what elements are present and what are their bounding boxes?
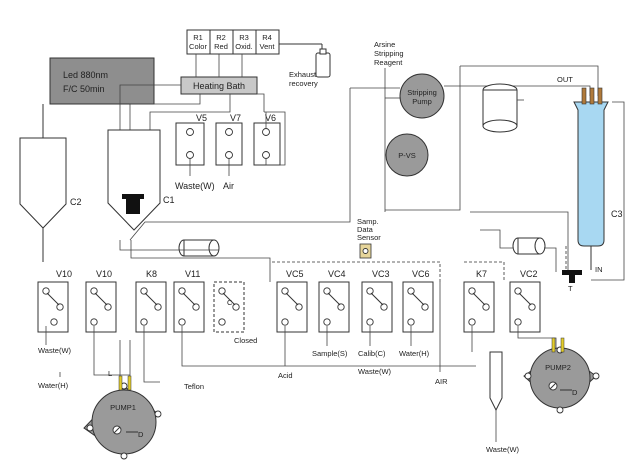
stripping-pump: Stripping Pump (399, 73, 445, 119)
valve-row: V10 V10 K8 V11 C Closed VC5 VC4 (37, 269, 541, 345)
reagent-r4-name: Vent (259, 42, 275, 51)
heating-bath: Heating Bath (180, 76, 258, 95)
syringe-left (178, 239, 220, 257)
exhaust-label-1: Exhaust (289, 70, 317, 79)
reagent-r4-id: R4 (262, 33, 272, 42)
reagent-r1-name: Color (189, 42, 207, 51)
reagent-r1-id: R1 (193, 33, 203, 42)
valve-row-vc5: VC5 (286, 269, 304, 279)
column-c3-label: C3 (611, 209, 623, 219)
valve-v5-label: V5 (196, 113, 207, 123)
pump2: PUMP2 D (523, 337, 600, 414)
samp-sensor-label-2: Data (357, 225, 374, 234)
samp-sensor-label-3: Sensor (357, 233, 381, 242)
left-water-h-label: Water(H) (38, 381, 69, 390)
reagent-r3-id: R3 (239, 33, 249, 42)
valve-row-v10-a: V10 (56, 269, 72, 279)
valve-row-vc2: VC2 (520, 269, 538, 279)
inlet-acid-label: Acid (278, 371, 293, 380)
bottom-waste-label: Waste(W) (486, 445, 520, 454)
stripping-pump-label-2: Pump (412, 97, 432, 106)
valve-row-vc6: VC6 (412, 269, 430, 279)
out-label: OUT (557, 75, 573, 84)
inlet-sample-label: Sample(S) (312, 349, 348, 358)
reagent-r2-id: R2 (216, 33, 226, 42)
reagent-r3-name: Oxid. (235, 42, 253, 51)
left-waste-label: Waste(W) (38, 346, 72, 355)
arsine-label-1: Arsine (374, 40, 395, 49)
samp-sensor-label-1: Samp. (357, 217, 379, 226)
pvs-label: P-VS (398, 151, 416, 160)
vessel-c1-label: C1 (163, 195, 175, 205)
inlet-water-h-label: Water(H) (399, 349, 430, 358)
mid-waste-label: Waste(W) (358, 367, 392, 376)
pump1: PUMP1 D L (83, 369, 162, 460)
reagent-block: R1 Color R2 Red R3 Oxid. R4 Vent (186, 29, 323, 55)
exhaust-bottle: Exhaust recovery (289, 48, 331, 88)
pvs-pump: P-VS (385, 133, 429, 177)
vessel-c2: C2 (19, 104, 82, 262)
inlet-air-label: AIR (435, 377, 448, 386)
pump1-d-label: D (138, 430, 144, 439)
led-label-2: F/C 50min (63, 84, 105, 94)
valve-v7-label: V7 (230, 113, 241, 123)
closed-label: Closed (234, 336, 257, 345)
column-c3: C3 IN (573, 87, 623, 274)
pump2-d-label: D (572, 388, 578, 397)
exhaust-label-2: recovery (289, 79, 318, 88)
arsine-label-3: Reagent (374, 58, 403, 67)
valve-v6-label: V6 (265, 113, 276, 123)
valve-row-vc4: VC4 (328, 269, 346, 279)
arsine-label-2: Stripping (374, 49, 404, 58)
upper-waste-label: Waste(W) (175, 181, 215, 191)
led-detector-box: Led 880nm F/C 50min (49, 57, 155, 105)
vessel-c1: C1 (107, 129, 175, 231)
vessel-c2-label: C2 (70, 197, 82, 207)
pump2-label: PUMP2 (545, 363, 571, 372)
heating-bath-label: Heating Bath (193, 81, 245, 91)
valve-row-v10-b: V10 (96, 269, 112, 279)
tee-label: T (568, 284, 573, 293)
valve-row-v11: V11 (185, 269, 200, 279)
in-label: IN (595, 265, 603, 274)
upper-air-label: Air (223, 181, 234, 191)
separator-cylinder (482, 83, 524, 133)
waste-drain: Waste(W) (486, 351, 520, 454)
teflon-label: Teflon (184, 382, 204, 391)
pump1-label: PUMP1 (110, 403, 136, 412)
stripping-pump-label-1: Stripping (407, 88, 437, 97)
led-label-1: Led 880nm (63, 70, 108, 80)
upper-valves: V5 V7 V6 (175, 113, 281, 166)
syringe-right (512, 237, 546, 255)
valve-row-k8: K8 (146, 269, 157, 279)
valve-row-k7: K7 (476, 269, 487, 279)
inlet-calib-label: Calib(C) (358, 349, 386, 358)
valve-row-vc3: VC3 (372, 269, 390, 279)
tee-junction: T (562, 270, 582, 293)
closed-c-label: C (227, 298, 233, 307)
pump1-l-label: L (108, 369, 112, 378)
reagent-r2-name: Red (214, 42, 228, 51)
